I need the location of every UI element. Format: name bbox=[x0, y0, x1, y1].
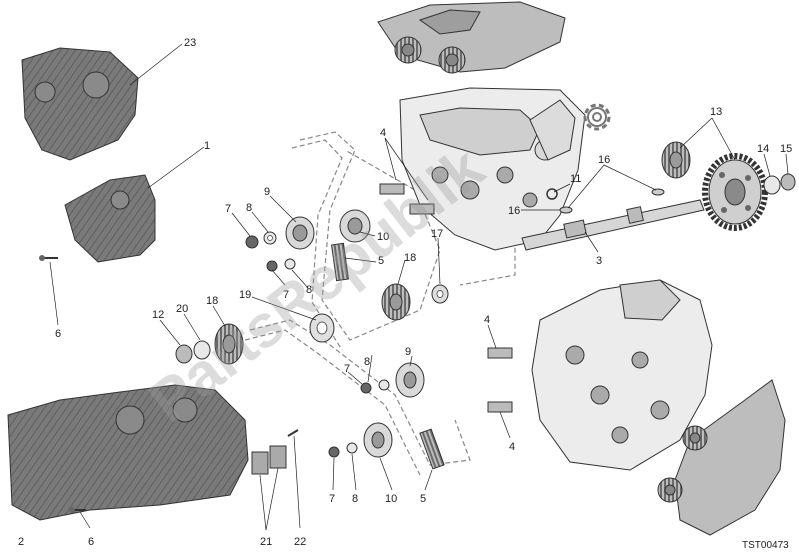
callout-7: 7 bbox=[329, 493, 335, 505]
part-13-gear-small bbox=[661, 141, 691, 179]
leader-lines bbox=[49, 43, 789, 531]
callout-16: 16 bbox=[508, 205, 520, 217]
callout-2: 2 bbox=[18, 536, 24, 548]
callout-4: 4 bbox=[484, 314, 490, 326]
part-19-spacer bbox=[309, 313, 335, 343]
part-1-cover bbox=[64, 174, 156, 263]
callout-10: 10 bbox=[385, 493, 397, 505]
callout-14: 14 bbox=[757, 143, 769, 155]
part-3-camshaft bbox=[521, 199, 705, 251]
callout-17: 17 bbox=[431, 228, 443, 240]
part-9-tensioner-pulley-lower bbox=[395, 362, 425, 398]
callout-3: 3 bbox=[596, 255, 602, 267]
camshaft-cover-horizontal bbox=[657, 379, 786, 536]
callout-8: 8 bbox=[364, 356, 370, 368]
callout-11: 11 bbox=[570, 173, 581, 185]
diagram-reference-code: TST00473 bbox=[742, 540, 789, 551]
callout-16: 16 bbox=[598, 154, 610, 166]
part-23-outer-cover bbox=[21, 47, 139, 161]
part-4-stud-lower bbox=[487, 347, 513, 413]
callout-10: 10 bbox=[377, 231, 389, 243]
watermark-text: PartsRepublik bbox=[137, 134, 497, 436]
callout-6: 6 bbox=[55, 328, 61, 340]
callout-8: 8 bbox=[306, 284, 312, 296]
callout-4: 4 bbox=[509, 441, 515, 453]
callout-8: 8 bbox=[352, 493, 358, 505]
part-10-idler-pulley-upper bbox=[339, 209, 371, 243]
part-2-lower-cover bbox=[7, 384, 249, 521]
part-9-tensioner-pulley-upper bbox=[285, 216, 315, 250]
part-5-belt-section-lower bbox=[419, 428, 445, 470]
part-18-camshaft-pulley-upper bbox=[381, 283, 411, 321]
callout-20: 20 bbox=[176, 303, 188, 315]
callout-18: 18 bbox=[404, 252, 416, 264]
part-13-gear-large bbox=[702, 153, 768, 231]
part-22-screw bbox=[287, 429, 299, 437]
camshaft-cover-top bbox=[377, 1, 566, 74]
callout-7: 7 bbox=[225, 203, 231, 215]
callout-9: 9 bbox=[264, 186, 270, 198]
callout-23: 23 bbox=[184, 37, 196, 49]
callout-21: 21 bbox=[260, 536, 272, 548]
part-12-nut bbox=[175, 344, 193, 364]
timing-belt-lower bbox=[244, 319, 471, 476]
vertical-cylinder-head bbox=[399, 87, 586, 251]
callout-1: 1 bbox=[204, 140, 210, 152]
gear-icon bbox=[583, 103, 611, 131]
part-6-screw bbox=[39, 255, 86, 513]
callout-5: 5 bbox=[420, 493, 426, 505]
callout-18: 18 bbox=[206, 295, 218, 307]
part-16-key bbox=[559, 188, 665, 214]
part-8-washer-lower bbox=[346, 379, 390, 454]
part-21-sensor bbox=[251, 445, 287, 475]
callout-4: 4 bbox=[380, 127, 386, 139]
callout-7: 7 bbox=[283, 289, 289, 301]
part-17-spacer bbox=[431, 284, 449, 304]
callout-19: 19 bbox=[239, 289, 251, 301]
part-18-camshaft-pulley-lower bbox=[214, 323, 244, 365]
part-10-idler-pulley-lower bbox=[363, 422, 393, 458]
part-20-washer bbox=[193, 340, 211, 360]
part-15-nut bbox=[780, 173, 796, 191]
callout-12: 12 bbox=[152, 309, 164, 321]
part-4-stud-upper bbox=[379, 183, 435, 215]
callout-22: 22 bbox=[294, 536, 306, 548]
part-5-belt-section-upper bbox=[330, 242, 350, 282]
callout-9: 9 bbox=[405, 346, 411, 358]
part-7-nut-upper bbox=[245, 235, 278, 272]
part-11-circlip bbox=[546, 188, 558, 200]
part-8-washer-upper bbox=[263, 231, 296, 270]
part-14-washer bbox=[763, 175, 781, 195]
callout-13: 13 bbox=[710, 106, 722, 118]
part-7-nut-lower bbox=[328, 382, 372, 458]
callout-7: 7 bbox=[344, 363, 350, 375]
callout-8: 8 bbox=[246, 202, 252, 214]
callout-6: 6 bbox=[88, 536, 94, 548]
horizontal-cylinder-head bbox=[531, 279, 713, 471]
callout-labels: 23 1 6 4 9 8 7 10 7 8 5 17 18 16 11 16 3… bbox=[18, 37, 792, 548]
callout-15: 15 bbox=[780, 143, 792, 155]
callout-5: 5 bbox=[378, 255, 384, 267]
